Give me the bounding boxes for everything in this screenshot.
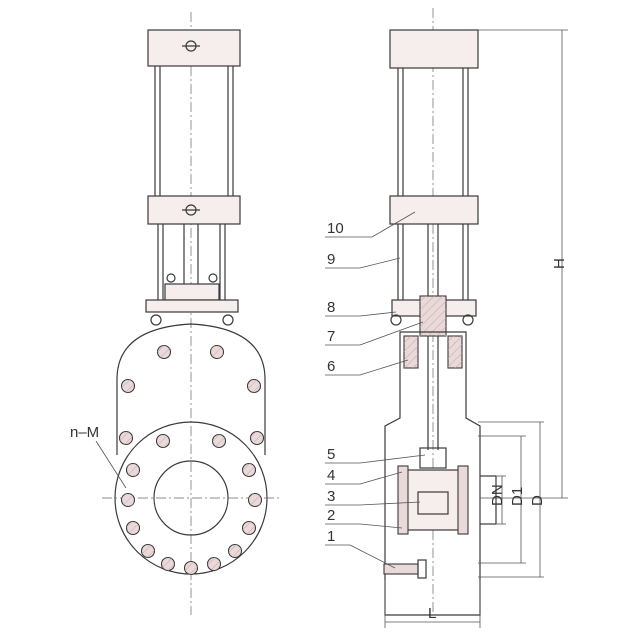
front-body-outline — [116, 323, 266, 455]
flange-bolt-holes — [120, 433, 263, 576]
bolt-holes-label: n–M — [70, 424, 99, 441]
dimension-D1: D1 — [509, 487, 526, 506]
part-label-2: 2 — [327, 507, 335, 524]
part-label-9: 9 — [327, 251, 335, 268]
part-label-8: 8 — [327, 299, 335, 316]
front-view: n–M — [70, 12, 282, 615]
part-label-1: 1 — [327, 528, 335, 545]
front-cylinder-top-cap — [147, 29, 241, 67]
dimension-H: H — [551, 258, 568, 269]
bonnet-bolts — [118, 344, 265, 446]
part-label-6: 6 — [327, 358, 335, 375]
dimensions: H DN D1 D L — [384, 29, 568, 628]
part-label-3: 3 — [327, 488, 335, 505]
side-view — [383, 8, 497, 616]
side-cylinder-top — [389, 29, 479, 69]
side-cylinder-bottom — [389, 195, 479, 225]
dimension-L: L — [428, 605, 436, 622]
part-label-10: 10 — [327, 220, 344, 237]
dimension-D: D — [529, 495, 546, 506]
part-label-7: 7 — [327, 328, 335, 345]
part-label-5: 5 — [327, 446, 335, 463]
dimension-DN: DN — [489, 484, 506, 506]
part-label-4: 4 — [327, 467, 335, 484]
part-callouts: 10 9 8 7 6 5 4 3 2 1 — [325, 211, 426, 569]
